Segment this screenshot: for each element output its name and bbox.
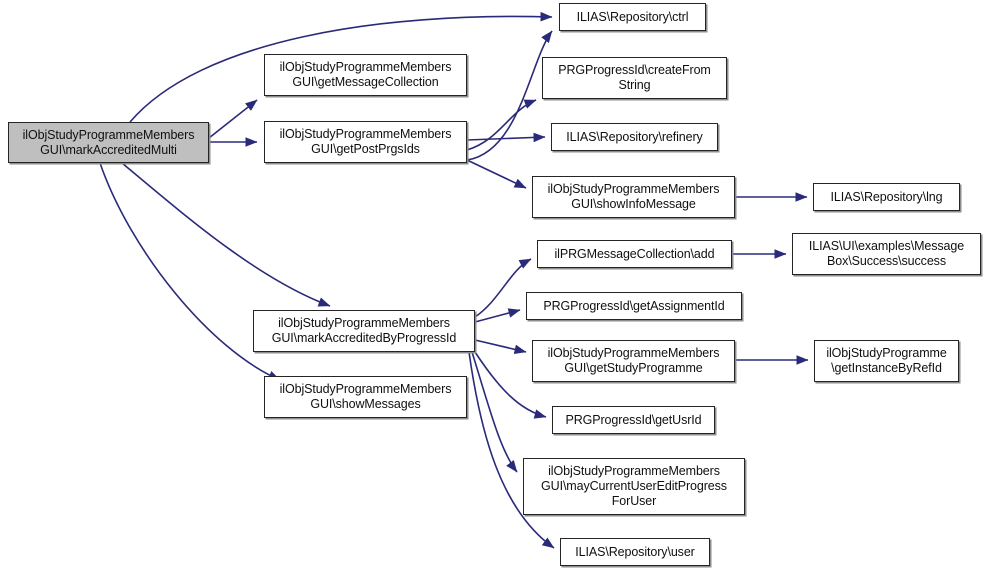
graph-node-label: ILIAS\Repository\ctrl bbox=[576, 9, 689, 24]
graph-node-showInfoMessage[interactable]: ilObjStudyProgrammeMembers GUI\showInfoM… bbox=[532, 176, 735, 218]
graph-node-label: PRGProgressId\getAssignmentId bbox=[543, 298, 725, 313]
graph-node-label: ILIAS\UI\examples\Message Box\Success\su… bbox=[808, 239, 965, 268]
graph-node-label: ilObjStudyProgrammeMembers GUI\getStudyP… bbox=[547, 346, 720, 375]
graph-node-getPostPrgsIds[interactable]: ilObjStudyProgrammeMembers GUI\getPostPr… bbox=[264, 121, 467, 163]
graph-node-getMessageCollection[interactable]: ilObjStudyProgrammeMembers GUI\getMessag… bbox=[264, 54, 467, 96]
graph-edge-markAccreditedByProgressId-to-user bbox=[468, 351, 555, 549]
graph-node-label: ilObjStudyProgrammeMembers GUI\getMessag… bbox=[279, 60, 452, 89]
graph-node-label: ILIAS\Repository\user bbox=[575, 544, 695, 559]
graph-edge-markAccreditedByProgressId-to-getStudyProgramme bbox=[474, 339, 527, 355]
graph-node-createFromString[interactable]: PRGProgressId\createFrom String bbox=[542, 57, 727, 99]
graph-node-label: ilObjStudyProgrammeMembers GUI\getPostPr… bbox=[279, 127, 452, 156]
graph-edge-getPostPrgsIds-to-refinery bbox=[466, 132, 546, 143]
graph-node-markAccreditedMulti[interactable]: ilObjStudyProgrammeMembers GUI\markAccre… bbox=[8, 122, 209, 163]
edge-group bbox=[99, 11, 809, 549]
graph-node-label: PRGProgressId\getUsrId bbox=[565, 412, 702, 427]
graph-edge-markAccreditedByProgressId-to-messageCollectionAdd bbox=[474, 258, 532, 318]
graph-edge-markAccreditedByProgressId-to-getUsrId bbox=[474, 351, 547, 419]
graph-edge-getPostPrgsIds-to-showInfoMessage bbox=[466, 159, 527, 189]
graph-node-refinery[interactable]: ILIAS\Repository\refinery bbox=[551, 123, 718, 151]
graph-node-lng[interactable]: ILIAS\Repository\lng bbox=[813, 183, 960, 211]
graph-node-messageBoxSuccess[interactable]: ILIAS\UI\examples\Message Box\Success\su… bbox=[792, 233, 981, 275]
graph-node-label: ilObjStudyProgrammeMembers GUI\showMessa… bbox=[279, 382, 452, 411]
graph-node-label: ilPRGMessageCollection\add bbox=[554, 246, 715, 261]
graph-node-user[interactable]: ILIAS\Repository\user bbox=[560, 538, 710, 566]
graph-edge-getPostPrgsIds-to-ctrl bbox=[466, 30, 553, 161]
graph-node-mayCurrentUserEditProgressForUser[interactable]: ilObjStudyProgrammeMembers GUI\mayCurren… bbox=[523, 458, 745, 515]
graph-edge-markAccreditedMulti-to-markAccreditedByProgressId bbox=[121, 162, 331, 307]
graph-edge-markAccreditedByProgressId-to-mayCurrentUserEditProgressForUser bbox=[471, 351, 518, 473]
graph-node-label: ilObjStudyProgrammeMembers GUI\mayCurren… bbox=[541, 464, 727, 508]
graph-node-ctrl[interactable]: ILIAS\Repository\ctrl bbox=[559, 3, 706, 31]
graph-node-label: PRGProgressId\createFrom String bbox=[558, 63, 711, 92]
graph-node-markAccreditedByProgressId[interactable]: ilObjStudyProgrammeMembers GUI\markAccre… bbox=[253, 310, 475, 352]
graph-edge-markAccreditedMulti-to-showMessages bbox=[99, 162, 281, 381]
graph-edge-getPostPrgsIds-to-createFromString bbox=[466, 99, 537, 151]
graph-node-getInstanceByRefId[interactable]: ilObjStudyProgramme \getInstanceByRefId bbox=[814, 340, 959, 382]
graph-node-getAssignmentId[interactable]: PRGProgressId\getAssignmentId bbox=[526, 292, 742, 320]
graph-node-label: ilObjStudyProgrammeMembers GUI\markAccre… bbox=[22, 127, 195, 157]
graph-node-messageCollectionAdd[interactable]: ilPRGMessageCollection\add bbox=[537, 240, 732, 268]
graph-node-label: ILIAS\Repository\refinery bbox=[566, 129, 703, 144]
graph-node-label: ilObjStudyProgrammeMembers GUI\showInfoM… bbox=[547, 182, 720, 211]
graph-node-getStudyProgramme[interactable]: ilObjStudyProgrammeMembers GUI\getStudyP… bbox=[532, 340, 735, 382]
graph-edge-markAccreditedByProgressId-to-getAssignmentId bbox=[474, 308, 521, 323]
graph-node-getUsrId[interactable]: PRGProgressId\getUsrId bbox=[552, 406, 715, 434]
graph-node-label: ilObjStudyProgramme \getInstanceByRefId bbox=[826, 346, 947, 375]
graph-node-label: ILIAS\Repository\lng bbox=[830, 189, 943, 204]
graph-node-showMessages[interactable]: ilObjStudyProgrammeMembers GUI\showMessa… bbox=[264, 376, 467, 418]
graph-edge-markAccreditedMulti-to-getMessageCollection bbox=[208, 99, 258, 139]
graph-edge-markAccreditedMulti-to-ctrl bbox=[129, 11, 553, 123]
graph-node-label: ilObjStudyProgrammeMembers GUI\markAccre… bbox=[271, 316, 457, 345]
